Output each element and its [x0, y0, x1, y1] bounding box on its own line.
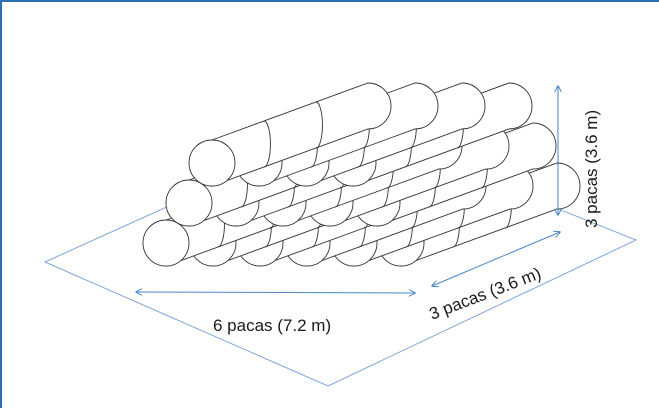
width-label: 6 pacas (7.2 m)	[213, 316, 331, 335]
bale-body	[211, 82, 392, 187]
width-arrow	[136, 292, 415, 293]
bale-front	[188, 139, 236, 187]
depth-label: 3 pacas (3.6 m)	[427, 264, 544, 324]
bale-seam	[315, 101, 323, 149]
bale-front	[165, 179, 213, 227]
bale-seam	[263, 120, 271, 168]
height-label: 3 pacas (3.6 m)	[582, 110, 601, 228]
depth-arrow	[432, 232, 560, 286]
bale-front	[142, 219, 190, 267]
bale-stack	[142, 82, 581, 267]
